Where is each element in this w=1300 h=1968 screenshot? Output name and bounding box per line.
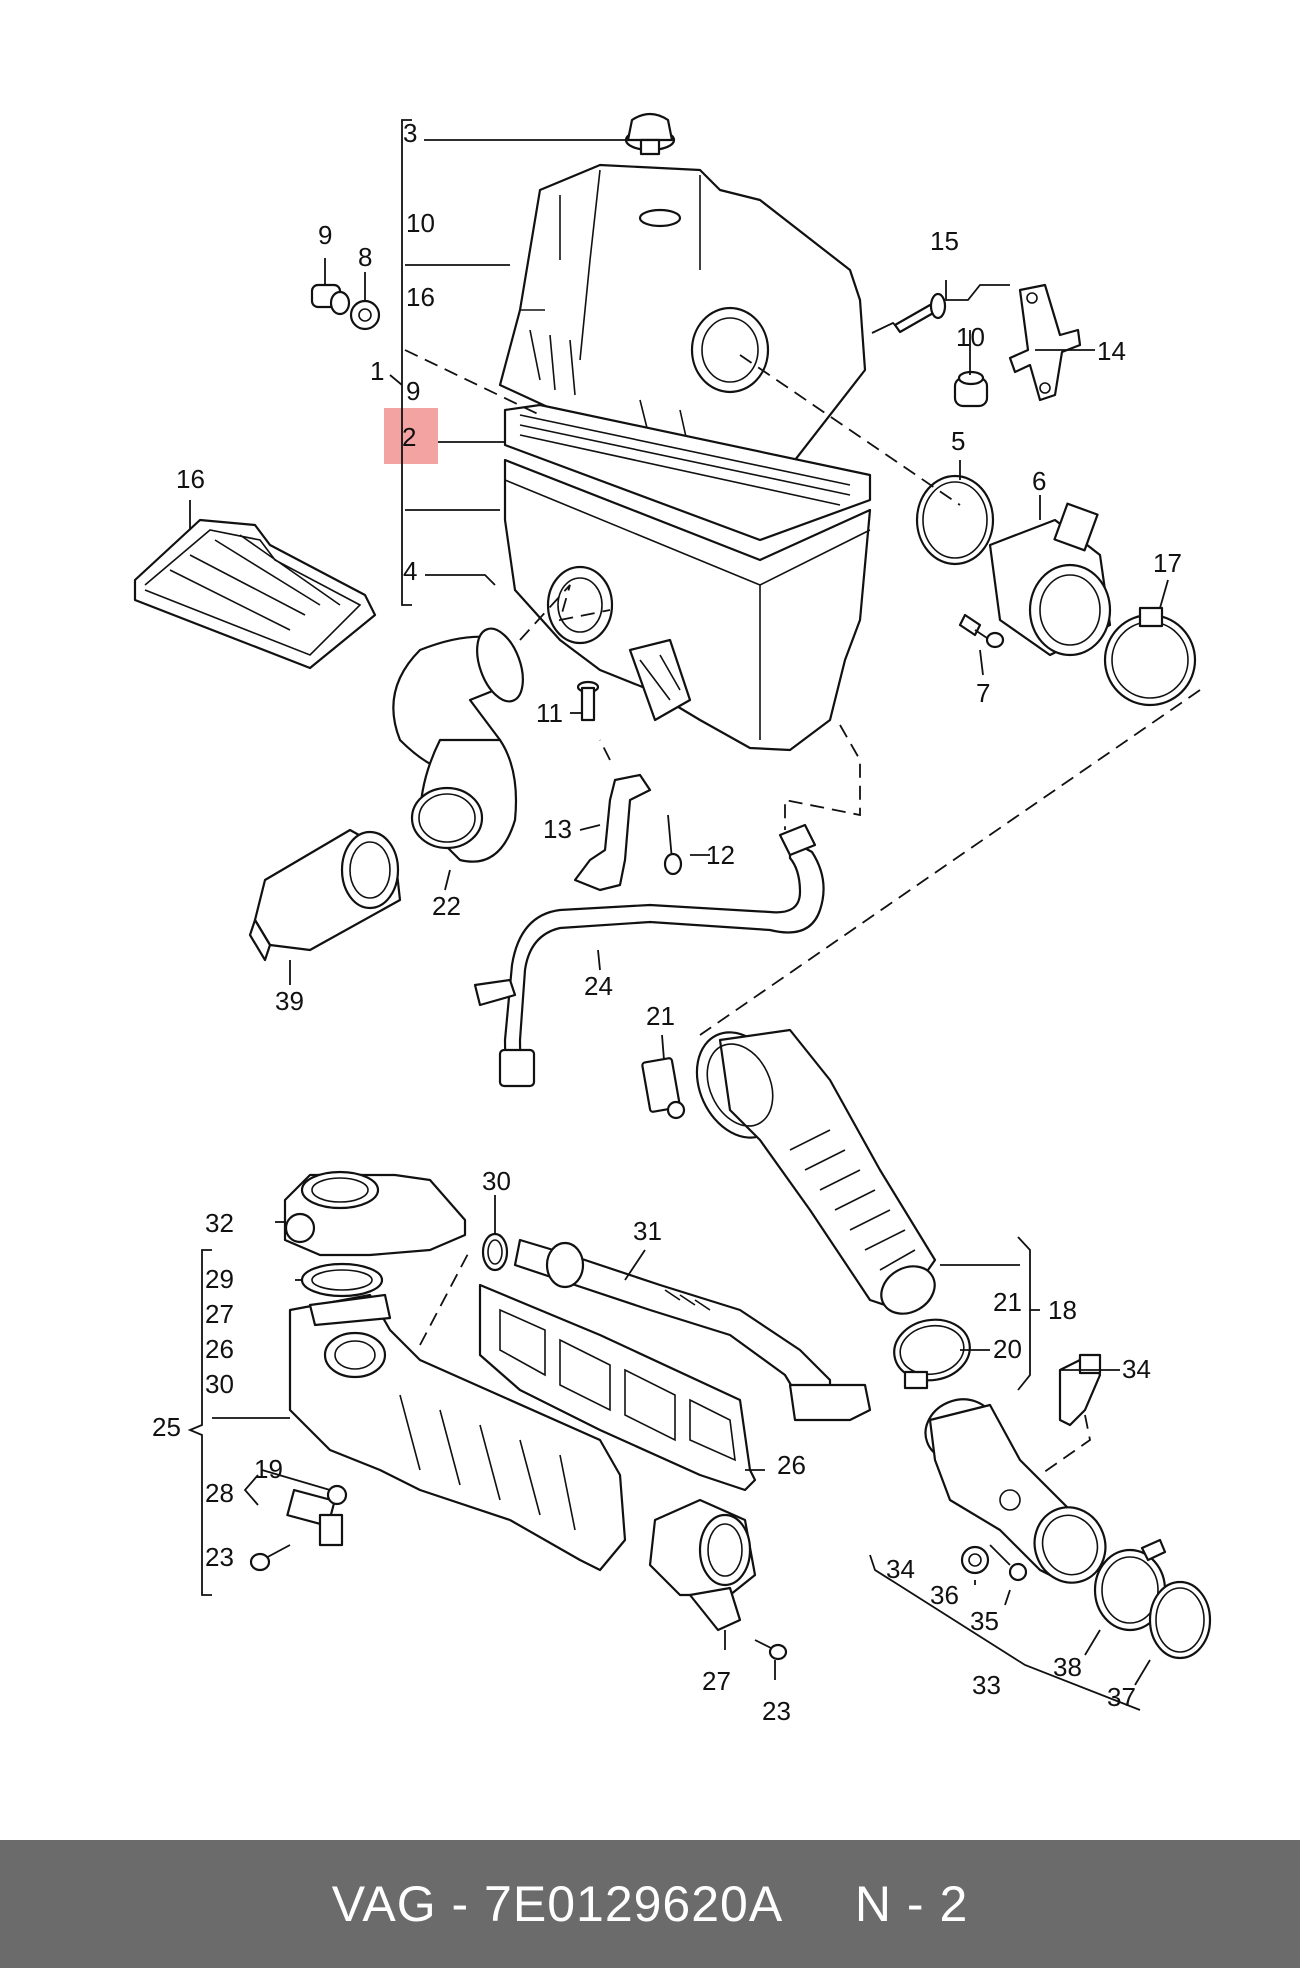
leader-lines xyxy=(189,139,1169,1686)
filter-insert-16 xyxy=(133,518,377,670)
callout-12: 12 xyxy=(706,840,735,870)
callout-5: 5 xyxy=(951,426,965,456)
callout-4: 4 xyxy=(403,556,417,586)
part-number-label: VAG - 7E0129620A N - 2 xyxy=(331,1876,969,1932)
seal-30 xyxy=(481,1232,509,1272)
callout-20: 20 xyxy=(993,1334,1022,1364)
callout-21: 21 xyxy=(993,1287,1022,1317)
callout-16-left: 16 xyxy=(406,282,435,312)
plug-36 xyxy=(960,1545,990,1575)
callout-10-left: 10 xyxy=(406,208,435,238)
callout-22: 22 xyxy=(432,891,461,921)
manifold-gasket-26 xyxy=(478,1283,757,1492)
callout-23: 23 xyxy=(762,1696,791,1726)
callout-18: 18 xyxy=(1048,1295,1077,1325)
callout-7: 7 xyxy=(976,678,990,708)
part-2-highlight xyxy=(384,408,438,464)
rivet-12 xyxy=(663,814,683,876)
callout-11: 11 xyxy=(536,698,563,728)
callout-8: 8 xyxy=(358,242,372,272)
grommet-9 xyxy=(310,283,351,316)
bracket-group-33 xyxy=(869,1554,1141,1711)
callout-19: 19 xyxy=(254,1454,283,1484)
callout-9-left: 9 xyxy=(406,376,420,406)
callout-39: 39 xyxy=(275,986,304,1016)
seal-5 xyxy=(915,474,995,566)
screw-35 xyxy=(989,1544,1028,1582)
bracket-14 xyxy=(1008,283,1082,402)
callout-13: 13 xyxy=(543,814,572,844)
callout-25: 25 xyxy=(152,1412,181,1442)
callout-34: 34 xyxy=(886,1554,915,1584)
intake-hose-22 xyxy=(392,627,524,863)
callout-32: 32 xyxy=(205,1208,234,1238)
hose-clamp-20 xyxy=(893,1318,971,1390)
callout-30-top: 30 xyxy=(482,1166,511,1196)
seal-37 xyxy=(1148,1580,1212,1660)
hose-clamp-17 xyxy=(1103,606,1197,707)
throttle-body-32 xyxy=(283,1170,467,1257)
bracket-group-28 xyxy=(243,1474,259,1506)
callout-29: 29 xyxy=(205,1264,234,1294)
bracket-group-18 xyxy=(1017,1236,1040,1391)
callout-23-left: 23 xyxy=(205,1542,234,1572)
callout-9: 9 xyxy=(318,220,332,250)
callout-24: 24 xyxy=(584,971,613,1001)
screw-7 xyxy=(958,613,1005,649)
callout-26-left: 26 xyxy=(205,1334,234,1364)
air-mass-meter-6 xyxy=(988,502,1112,657)
hose-clamp-38 xyxy=(1093,1538,1167,1632)
callout-31: 31 xyxy=(633,1216,662,1246)
screw-23-left xyxy=(249,1544,291,1572)
bush-8 xyxy=(349,299,381,331)
bracket-13 xyxy=(573,773,652,892)
sensor-34 xyxy=(1058,1353,1102,1427)
grommet-10 xyxy=(953,370,989,408)
callout-37: 37 xyxy=(1107,1682,1136,1712)
intake-manifold-25 xyxy=(288,1293,627,1572)
assembly-dash-lines xyxy=(404,349,1201,1476)
charge-air-hose-33 xyxy=(924,1398,1107,1584)
callout-34-right: 34 xyxy=(1122,1354,1151,1384)
callout-3: 3 xyxy=(403,118,417,148)
rivet-15 xyxy=(871,292,947,334)
callout-15: 15 xyxy=(930,226,959,256)
callout-30-left: 30 xyxy=(205,1369,234,1399)
sensor-21 xyxy=(641,1057,686,1120)
gasket-29 xyxy=(300,1262,384,1298)
callout-35: 35 xyxy=(970,1606,999,1636)
callout-26: 26 xyxy=(777,1450,806,1480)
sensor-28 xyxy=(286,1484,348,1547)
callout-21-top: 21 xyxy=(646,1001,675,1031)
pipe-31 xyxy=(513,1238,872,1422)
callout-14: 14 xyxy=(1097,336,1126,366)
air-filter-housing-lower xyxy=(503,458,872,752)
flap-unit-27 xyxy=(648,1498,757,1632)
callout-10: 10 xyxy=(956,322,985,352)
footer-bar: VAG - 7E0129620A N - 2 xyxy=(0,1840,1300,1968)
callout-6: 6 xyxy=(1032,466,1046,496)
callout-28: 28 xyxy=(205,1478,234,1508)
intake-part-39 xyxy=(248,828,402,962)
callout-27: 27 xyxy=(702,1666,731,1696)
breather-hose-24 xyxy=(473,823,825,1088)
callout-1: 1 xyxy=(370,356,384,386)
bracket-group-1 xyxy=(389,119,412,606)
callout-33: 33 xyxy=(972,1670,1001,1700)
exploded-parts-diagram: 3 10 16 1 9 2 4 9 8 16 15 14 10 5 6 17 7… xyxy=(133,112,1212,1726)
callout-2: 2 xyxy=(402,422,416,452)
air-filter-element xyxy=(503,403,872,542)
screw-23-right xyxy=(754,1639,788,1661)
callout-36: 36 xyxy=(930,1580,959,1610)
bolt-11 xyxy=(576,680,600,722)
callout-labels: 3 10 16 1 9 2 4 9 8 16 15 14 10 5 6 17 7… xyxy=(152,118,1182,1726)
callout-16: 16 xyxy=(176,464,205,494)
callout-17: 17 xyxy=(1153,548,1182,578)
rubber-buffer-3 xyxy=(624,112,676,156)
callout-27-left: 27 xyxy=(205,1299,234,1329)
bracket-group-25 xyxy=(187,1249,212,1596)
intake-pipe-18 xyxy=(695,1028,937,1315)
callout-38: 38 xyxy=(1053,1652,1082,1682)
